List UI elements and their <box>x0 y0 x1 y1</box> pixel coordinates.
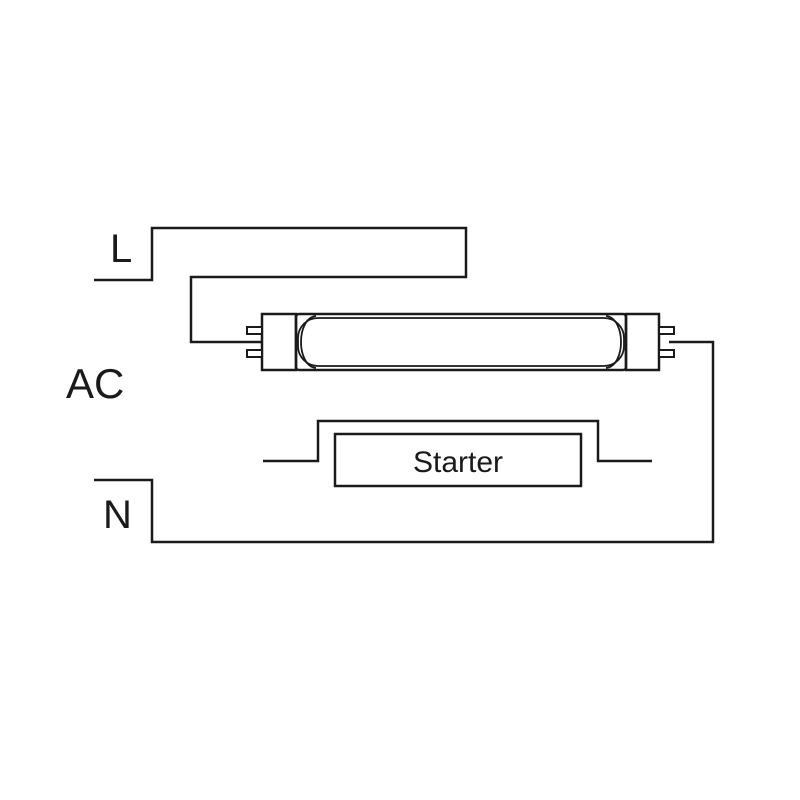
tube-body <box>294 312 628 372</box>
tube-left-end-cap <box>260 312 298 372</box>
tube-left-inner-curve <box>300 315 317 369</box>
starter-bracket <box>263 419 652 463</box>
neutral-terminal-lead <box>94 340 715 544</box>
right-pin-bottom <box>658 349 675 358</box>
starter-box <box>333 432 583 488</box>
left-pin-bottom <box>246 349 263 358</box>
tube-right-inner-curve <box>605 315 622 369</box>
left-pin-top <box>246 326 263 335</box>
neutral-terminal-label: N <box>103 493 132 537</box>
starter-label: Starter <box>413 446 503 479</box>
right-pin-top <box>658 326 675 335</box>
line-terminal-label: L <box>110 227 132 271</box>
ac-source-label: AC <box>66 360 124 407</box>
line-terminal-lead <box>94 226 468 344</box>
tube-inner-outline <box>297 317 625 367</box>
tube-right-end-cap <box>624 312 661 372</box>
